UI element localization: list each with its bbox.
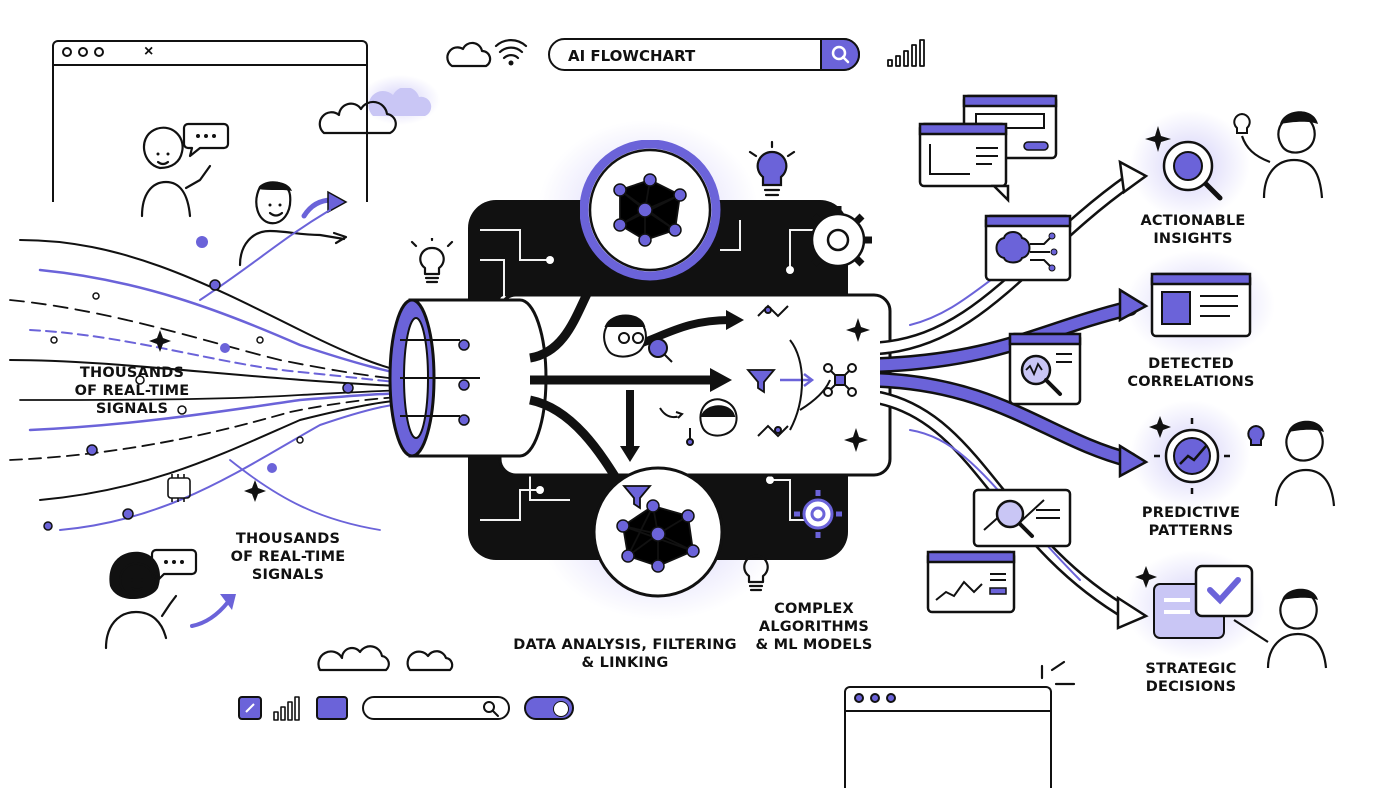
bottom-search-bar[interactable]	[362, 696, 510, 720]
cloud-icon	[406, 650, 454, 672]
toggle-switch[interactable]	[524, 696, 574, 720]
person-analyst	[603, 314, 673, 363]
sparkle-icon	[844, 318, 870, 452]
search-input[interactable]: AI FLOWCHART	[568, 47, 696, 65]
person-with-lightbulb	[1233, 111, 1324, 199]
process-label: DATA ANALYSIS, FILTERING & LINKING	[510, 636, 740, 672]
arrow-icon	[190, 594, 236, 628]
label-line: PATTERNS	[1148, 523, 1234, 539]
window-titlebar	[846, 688, 1050, 712]
label-line: OF REAL-TIME	[230, 549, 346, 565]
brain-card-icon	[984, 214, 1072, 282]
square-button[interactable]	[316, 696, 348, 720]
window-cards-top	[918, 94, 1058, 204]
top-left-window: ×	[52, 40, 368, 202]
cloud-icon	[446, 41, 492, 68]
window-control-dot[interactable]	[78, 47, 88, 57]
pencil-icon	[245, 703, 255, 713]
person-woman-talking	[140, 126, 212, 218]
label-line: THOUSANDS	[235, 531, 341, 547]
label-line: COMPLEX	[774, 601, 854, 617]
sparkle-icon	[149, 330, 266, 502]
search-icon[interactable]	[482, 700, 500, 718]
checkbox-icon	[1194, 564, 1254, 618]
wifi-icon	[494, 39, 528, 66]
arrow-icon	[301, 190, 348, 219]
neural-network-bottom	[592, 466, 724, 598]
label-line: INSIGHTS	[1153, 231, 1233, 247]
lightbulb-icon	[748, 140, 796, 197]
close-icon[interactable]: ×	[144, 43, 154, 60]
correlations-window-icon	[1150, 272, 1252, 338]
window-control-dot[interactable]	[886, 693, 896, 703]
input-label-bottom: THOUSANDS OF REAL-TIME SIGNALS	[218, 530, 358, 584]
cloud-wifi-group	[446, 39, 528, 68]
label-line: & LINKING	[581, 655, 669, 671]
window-control-dot[interactable]	[854, 693, 864, 703]
insights-icons	[1145, 126, 1223, 201]
cloud-icon	[318, 88, 432, 135]
label-line: STRATEGIC	[1145, 661, 1237, 677]
label-line: CORRELATIONS	[1127, 374, 1255, 390]
speech-bubble-icon	[182, 122, 230, 158]
decisions-icons	[1135, 564, 1328, 669]
gear-icon	[794, 490, 842, 538]
neural-network-top	[580, 140, 721, 281]
label-line: DECISIONS	[1145, 679, 1237, 695]
lightbulb-icon	[410, 238, 454, 284]
bottom-right-window	[844, 686, 1052, 788]
person-thinking	[659, 398, 738, 446]
output-label-predictive: PREDICTIVE PATTERNS	[1116, 504, 1266, 540]
search-button[interactable]	[820, 38, 860, 71]
output-label-correlations: DETECTED CORRELATIONS	[1116, 355, 1266, 391]
input-label-top: THOUSANDS OF REAL-TIME SIGNALS	[62, 364, 202, 418]
magnifier-card-icon	[1008, 332, 1082, 406]
search-icon	[831, 45, 850, 64]
sparkle-icon	[1145, 126, 1171, 152]
label-line: DATA ANALYSIS, FILTERING	[513, 637, 737, 653]
cloud-icon	[317, 645, 390, 672]
lightbulb-icon	[743, 554, 769, 592]
label-line: SIGNALS	[95, 401, 169, 417]
window-control-dot[interactable]	[870, 693, 880, 703]
label-line: ALGORITHMS	[758, 619, 870, 635]
window-titlebar: ×	[54, 42, 366, 66]
main-search-bar[interactable]: AI FLOWCHART	[548, 38, 860, 71]
window-control-dot[interactable]	[62, 47, 72, 57]
person-man-pointing	[238, 181, 348, 267]
analysis-card-icon	[972, 488, 1072, 548]
funnel-icon	[746, 369, 776, 394]
label-line: SIGNALS	[251, 567, 325, 583]
sparkle-icon	[1149, 416, 1171, 438]
chip-icon	[167, 474, 191, 502]
spark-lines	[1040, 660, 1076, 686]
signal-bars-icon	[887, 39, 925, 67]
output-label-decisions: STRATEGIC DECISIONS	[1116, 660, 1266, 696]
edit-button[interactable]	[238, 696, 262, 720]
label-line: OF REAL-TIME	[74, 383, 190, 399]
output-label-insights: ACTIONABLE INSIGHTS	[1118, 212, 1268, 248]
predictive-icons	[1149, 416, 1336, 507]
signal-bars-icon	[273, 696, 300, 721]
chart-card-icon	[926, 550, 1016, 614]
person-woman-waving	[104, 551, 178, 650]
gear-icon	[804, 206, 872, 274]
window-control-dot[interactable]	[94, 47, 104, 57]
funnel-icon	[622, 485, 652, 510]
label-line: ACTIONABLE	[1140, 213, 1246, 229]
label-line: & ML MODELS	[755, 637, 873, 653]
label-line: THOUSANDS	[79, 365, 185, 381]
label-line: DETECTED	[1148, 356, 1234, 372]
signal-streams	[9, 209, 422, 531]
toggle-knob	[553, 701, 569, 717]
bottom-clouds	[317, 645, 454, 672]
speech-bubble-icon	[150, 548, 198, 584]
sparkle-icon	[1135, 566, 1157, 588]
label-line: PREDICTIVE	[1141, 505, 1241, 521]
models-label: COMPLEX ALGORITHMS & ML MODELS	[752, 600, 876, 654]
network-node-icon	[823, 363, 857, 397]
processing-engine	[388, 200, 892, 560]
